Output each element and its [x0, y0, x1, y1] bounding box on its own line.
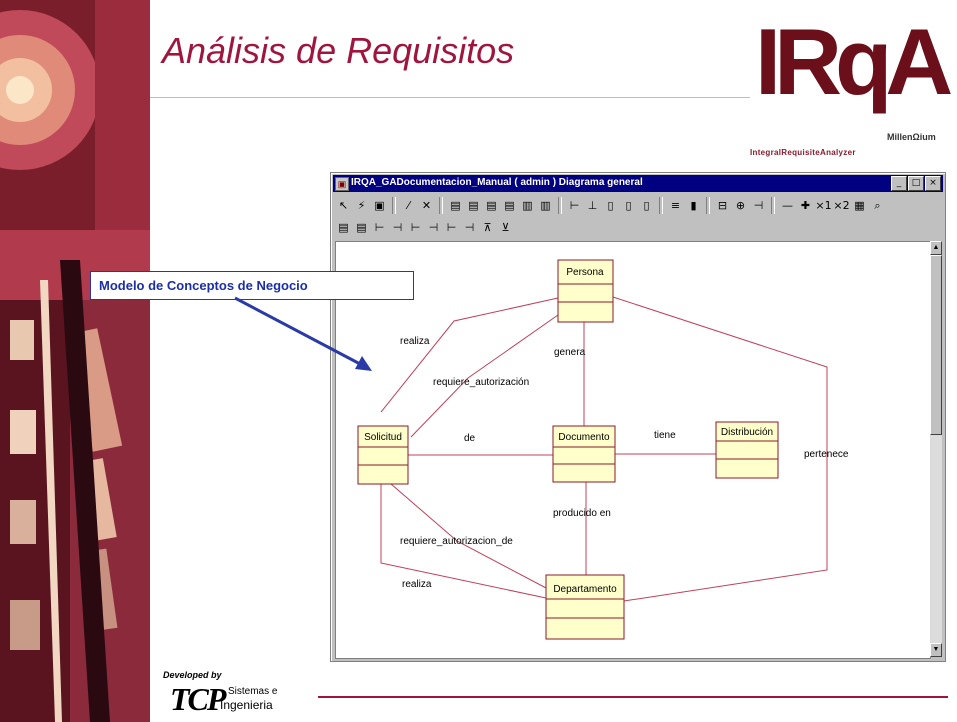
same-size-icon[interactable]: ▯	[643, 198, 650, 212]
scroll-down-arrow-icon[interactable]: ▼	[930, 643, 942, 657]
toolbar-separator	[558, 196, 562, 214]
tcp-logo: Developed by TCP Sistemas e Ingenieria	[160, 668, 310, 718]
relation-label-realiza-top: realiza	[400, 336, 430, 347]
vertical-scrollbar[interactable]: ▲ ▼	[930, 241, 942, 657]
class-box-persona[interactable]: Persona	[557, 259, 614, 323]
class-name-departamento: Departamento	[553, 584, 617, 595]
class-name-distribucion: Distribución	[721, 427, 773, 438]
relation-label-pertenece: pertenece	[804, 449, 849, 460]
align-bottom-icon[interactable]: ▥	[540, 198, 551, 212]
relation-line-requiere-autorizacion-de	[390, 483, 549, 590]
distribute-v-icon[interactable]: ⊥	[587, 198, 598, 212]
delete-tool-icon[interactable]: ✕	[421, 198, 432, 212]
relation-label-realiza-bottom: realiza	[402, 579, 432, 590]
list-icon[interactable]: ≡	[670, 198, 681, 212]
zoom-2x-icon[interactable]: ×2	[833, 198, 850, 212]
align-right-icon[interactable]: ▤	[486, 198, 497, 212]
line-tool-icon[interactable]: ⁄	[407, 198, 410, 212]
irqa-logo: IRqA MillenΩium IntegralRequisiteAnalyze…	[745, 9, 953, 162]
class-name-persona: Persona	[566, 267, 604, 278]
tcp-wordmark: TCP	[170, 681, 226, 717]
split-icon[interactable]: ⊻	[501, 220, 510, 234]
window-titlebar[interactable]: ▣ IRQA_GADocumentacion_Manual ( admin ) …	[333, 175, 943, 192]
tcp-subtitle-line2: Ingenieria	[220, 698, 273, 712]
class-name-documento: Documento	[558, 432, 610, 443]
callout-label: Modelo de Conceptos de Negocio	[99, 278, 308, 293]
relation-label-de: de	[464, 433, 476, 444]
callout-box: Modelo de Conceptos de Negocio	[90, 271, 414, 300]
align-top-icon[interactable]: ▤	[504, 198, 515, 212]
relation-label-genera: genera	[554, 347, 586, 358]
relation-line-realiza-bottom	[380, 484, 547, 599]
title-divider	[150, 97, 750, 98]
same-width-icon[interactable]: ▯	[607, 198, 614, 212]
tcp-subtitle-line1: Sistemas e	[228, 686, 278, 697]
select-tool-icon[interactable]: ↖	[338, 198, 349, 212]
zoom-1x-icon[interactable]: ×1	[815, 198, 832, 212]
relation-label-producido-en: producido en	[553, 508, 611, 519]
class-box-distribucion[interactable]: Distribución	[715, 421, 779, 479]
class-diagram: Persona Solicitud Documento Distribución	[357, 259, 849, 640]
class-box-departamento[interactable]: Departamento	[545, 574, 625, 640]
layout-icon[interactable]: ⊟	[717, 198, 728, 212]
align-left-icon[interactable]: ▤	[450, 198, 461, 212]
minimize-button[interactable]: _	[891, 176, 907, 191]
close-button[interactable]: ×	[925, 176, 941, 191]
save-tool-icon[interactable]: ▣	[374, 198, 385, 212]
toolbar-row-1: ↖ ⚡ ▣ ⁄ ✕ ▤ ▤ ▤ ▤ ▥ ▥ ⊢ ⊥ ▯ ▯ ▯ ≡ ▮ ⊟ ⊕ …	[335, 195, 886, 215]
logo-company: MillenΩium	[887, 132, 936, 142]
app-icon: ▣	[335, 177, 349, 191]
arrange-icon[interactable]: ▤	[338, 220, 349, 234]
window-controls: _ □ ×	[891, 176, 941, 191]
lightning-tool-icon[interactable]: ⚡	[357, 198, 366, 212]
scroll-up-arrow-icon[interactable]: ▲	[930, 241, 942, 255]
arrange-alt-icon[interactable]: ▤	[356, 220, 367, 234]
color-icon[interactable]: ▮	[690, 198, 697, 212]
zoom-in-icon[interactable]: ✚	[800, 198, 811, 212]
diagram-canvas[interactable]: Persona Solicitud Documento Distribución	[335, 241, 931, 659]
zoom-out-icon[interactable]: —	[782, 198, 793, 212]
fit-page-icon[interactable]: ▦	[854, 198, 865, 212]
space-v-dec-icon[interactable]: ⊣	[464, 220, 475, 234]
space-left-icon[interactable]: ⊢	[374, 220, 385, 234]
relation-line-pertenece	[612, 296, 828, 602]
space-right-icon[interactable]: ⊣	[392, 220, 403, 234]
space-h-inc-icon[interactable]: ⊢	[410, 220, 421, 234]
class-box-solicitud[interactable]: Solicitud	[357, 425, 409, 485]
maximize-button[interactable]: □	[908, 176, 924, 191]
relation-label-requiere-autorizacion-de: requiere_autorizacion_de	[400, 536, 513, 547]
class-box-documento[interactable]: Documento	[552, 425, 616, 483]
window-title: IRQA_GADocumentacion_Manual ( admin ) Di…	[351, 177, 643, 188]
align-middle-icon[interactable]: ▥	[522, 198, 533, 212]
distribute-h-icon[interactable]: ⊢	[569, 198, 580, 212]
developed-by-label: Developed by	[163, 670, 222, 680]
toolbar-separator	[706, 196, 710, 214]
toolbar-separator	[771, 196, 775, 214]
merge-icon[interactable]: ⊼	[483, 220, 492, 234]
space-h-dec-icon[interactable]: ⊣	[428, 220, 439, 234]
toolbar-separator	[659, 196, 663, 214]
toolbar-row-2: ▤ ▤ ⊢ ⊣ ⊢ ⊣ ⊢ ⊣ ⊼ ⊻	[335, 217, 514, 237]
link-icon[interactable]: ⊣	[753, 198, 764, 212]
footer-divider	[318, 696, 948, 698]
relation-label-tiene: tiene	[654, 430, 676, 441]
align-center-icon[interactable]: ▤	[468, 198, 479, 212]
relation-line-requiere-autorizacion	[410, 314, 559, 438]
connect-icon[interactable]: ⊕	[735, 198, 746, 212]
toolbar-separator	[439, 196, 443, 214]
scrollbar-thumb[interactable]	[930, 255, 942, 435]
logo-wordmark: IRqA	[755, 9, 953, 114]
search-icon[interactable]: ⌕	[874, 198, 881, 212]
relation-line-realiza-top	[380, 297, 559, 413]
diagram-window: ▣ IRQA_GADocumentacion_Manual ( admin ) …	[330, 172, 946, 662]
same-height-icon[interactable]: ▯	[625, 198, 632, 212]
relation-label-requiere-autorizacion: requiere_autorización	[433, 377, 529, 388]
class-name-solicitud: Solicitud	[364, 432, 402, 443]
toolbar-separator	[392, 196, 396, 214]
decorative-background-art	[0, 0, 150, 722]
space-v-inc-icon[interactable]: ⊢	[446, 220, 457, 234]
logo-tagline: IntegralRequisiteAnalyzer	[750, 148, 856, 157]
slide-title: Análisis de Requisitos	[162, 30, 515, 71]
